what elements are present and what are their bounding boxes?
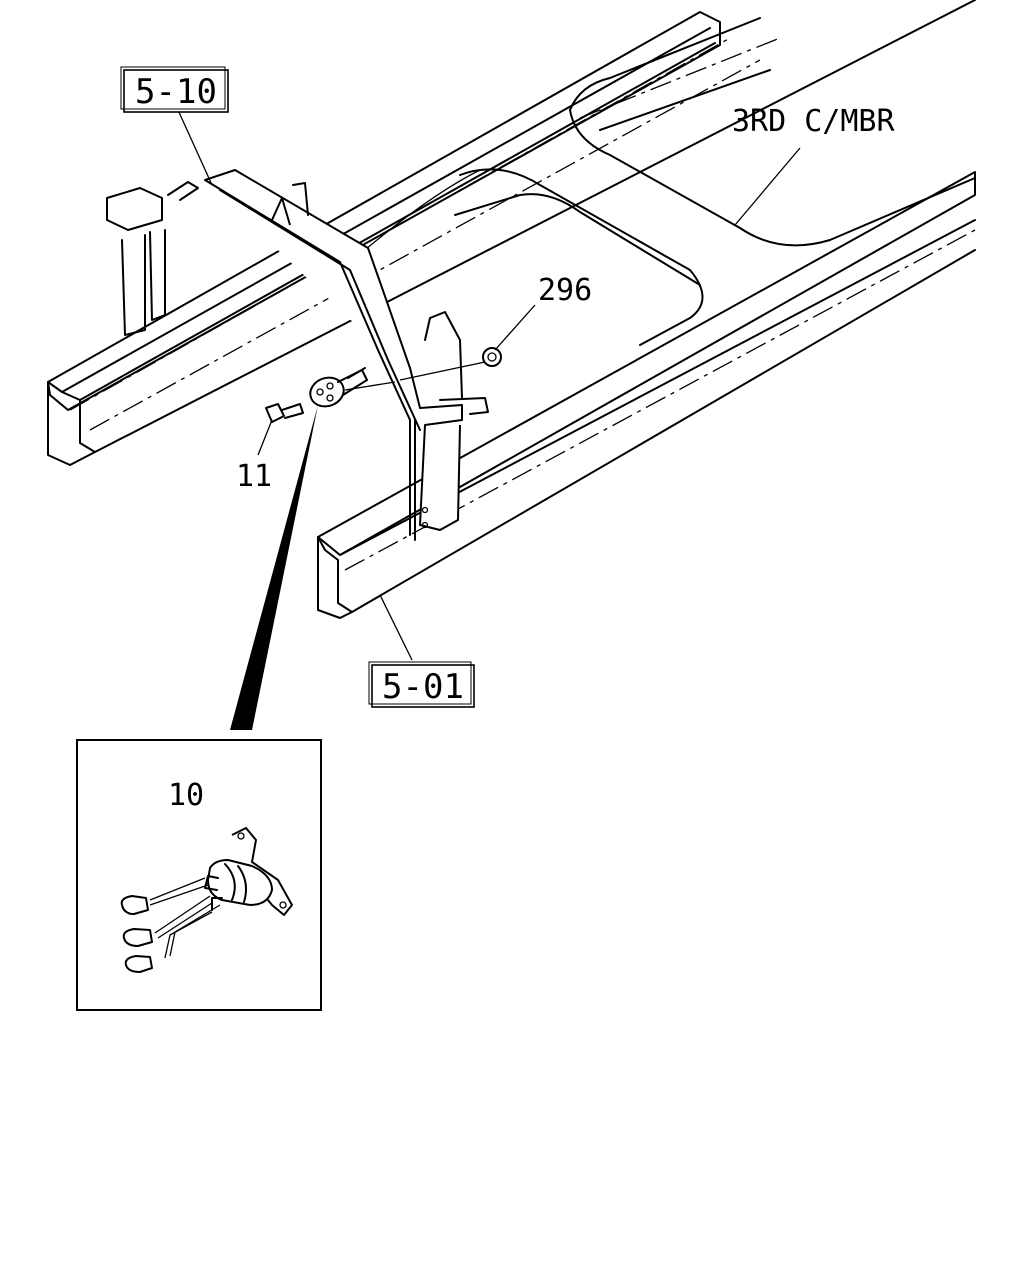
ref-label-5-01: 5-01 [382,667,464,707]
third-cross-member [329,17,976,346]
callout-296: 296 [538,273,592,308]
ref-box-5-01: 5-01 [368,661,475,708]
pressure-switch-detail [120,827,293,973]
ref-label-5-10: 5-10 [135,72,217,112]
callout-3rd-cmbr: 3RD C/MBR [732,104,895,139]
detail-box: 10 [76,739,322,1011]
frame-rail-upper [47,0,976,466]
mounting-bracket [106,169,489,541]
callout-leaders [177,109,801,863]
ref-box-5-10: 5-10 [120,66,229,113]
detail-pointer [230,405,318,730]
switch-assembly [265,347,502,423]
callout-10: 10 [168,778,204,813]
callout-11: 11 [236,459,272,494]
